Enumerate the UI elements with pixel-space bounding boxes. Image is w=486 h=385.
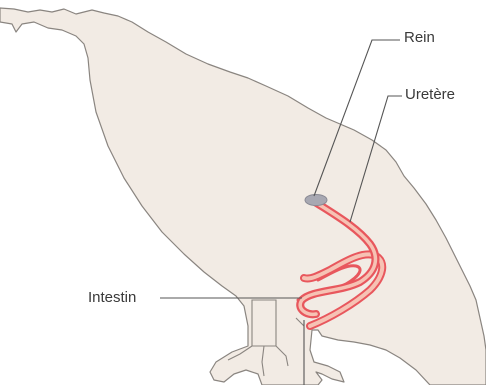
label-ureter: Uretère — [405, 87, 455, 102]
leg-left — [252, 300, 276, 346]
bird-body-silhouette — [0, 8, 486, 385]
label-intestine: Intestin — [88, 290, 136, 305]
label-kidney: Rein — [404, 30, 435, 45]
kidney — [305, 195, 327, 206]
